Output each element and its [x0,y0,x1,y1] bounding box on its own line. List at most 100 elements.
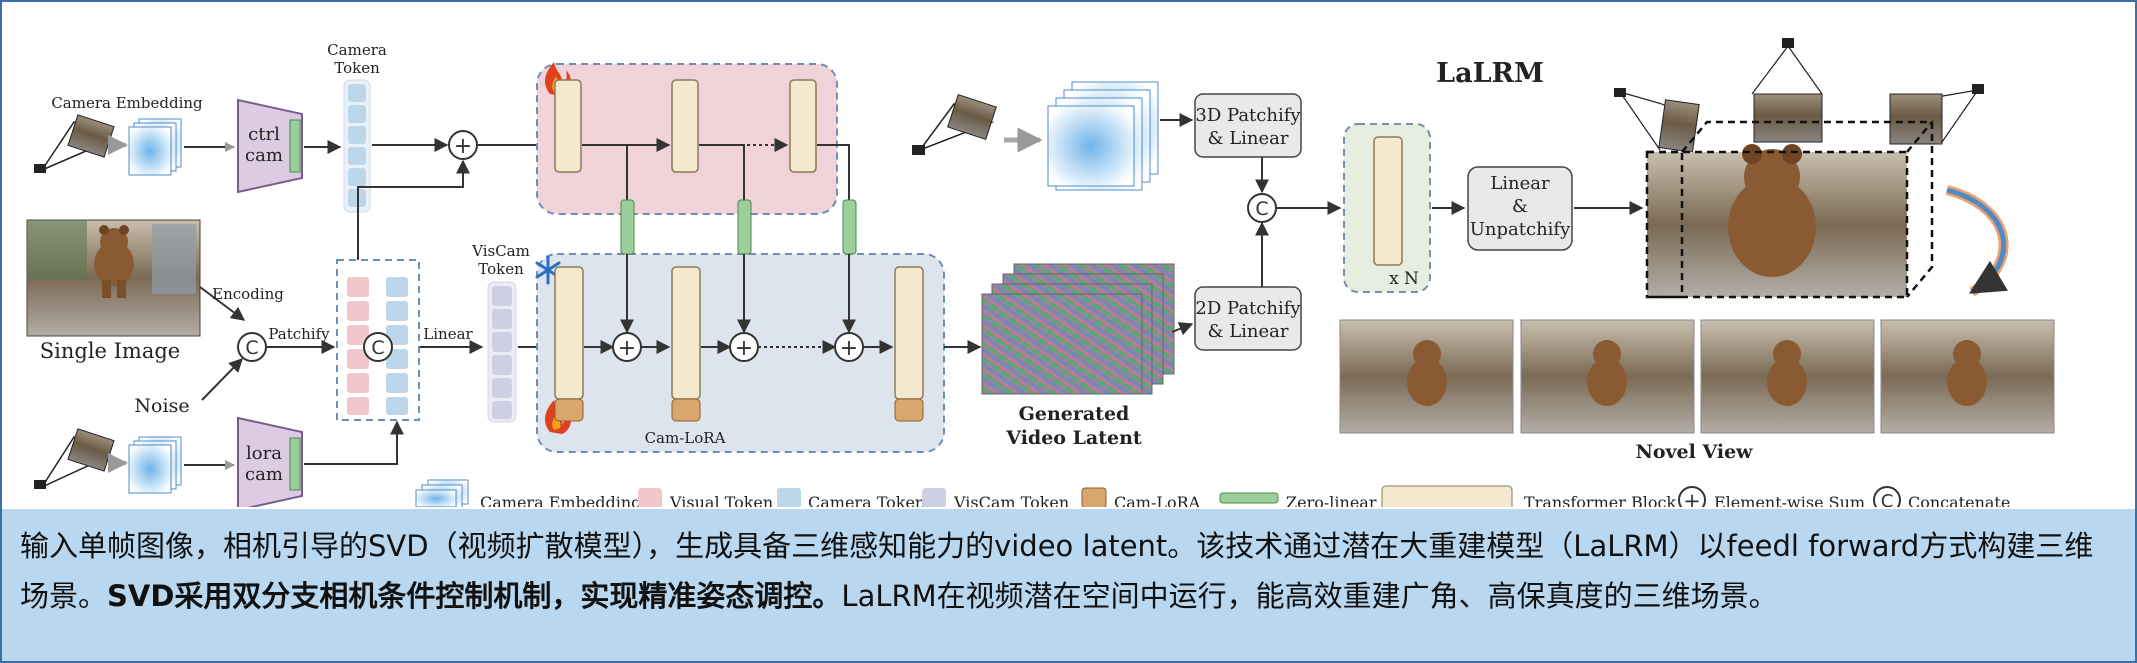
legend-label-1: Visual Token [669,493,773,507]
legend-label-4: Cam-LoRA [1114,493,1201,507]
ctrl-cam-module [237,98,303,194]
svg-text:+: + [840,336,858,361]
camera-view-3 [1889,84,1984,145]
caption-part-2: LaLRM在视频潜在空间中运行，能高效重建广角、高保真度的三维场景。 [841,579,1778,613]
transformer-block-top-1 [554,79,582,173]
lora-cam-label: cam [245,464,283,485]
transformer-block-bottom-1 [554,266,584,422]
svg-text:+: + [1683,489,1701,507]
patchify-2d-box [1194,286,1302,351]
svg-text:+: + [735,336,753,361]
legend-swatch-viscam-token [922,488,946,507]
reconstructed-3d-scene [1645,120,1934,299]
camera-embedding-label: Camera Embedding [51,94,203,112]
camera-view-1 [1614,88,1700,153]
camera-rig-icon-lalrm [912,94,997,155]
novel-view-3 [1700,319,1875,434]
legend-label-0: Camera Embedding [480,493,641,507]
lora-cam-module [237,416,303,507]
transformer-block-top-2 [671,79,699,173]
legend-swatch-cam-lora [1081,487,1107,507]
novel-view-2 [1520,319,1695,434]
svg-text:+: + [454,134,472,159]
legend-swatch-visual-token [638,488,662,507]
legend-label-7: Element-wise Sum [1714,493,1865,507]
encoding-label: Encoding [212,285,284,303]
lalrm-title: LaLRM [1436,58,1544,89]
svg-text:C: C [1255,198,1268,220]
transformer-block-bottom-2 [671,266,701,422]
legend: Camera Embedding Visual Token Camera Tok… [415,479,2010,507]
svg-text:C: C [371,337,384,359]
camera-token-column-2 [386,277,408,415]
camera-token-column [343,79,371,213]
camera-token-label-1: Camera [327,41,387,59]
c-circle-icon: C [1873,486,1901,507]
single-image-label: Single Image [40,339,181,363]
patchify2d-label-1: 2D Patchify [1195,298,1301,319]
camera-view-2 [1751,38,1823,143]
plus-circle-icon: + [1678,486,1706,507]
element-wise-sum-top: + [448,130,478,160]
legend-swatch-transformer-block [1381,485,1513,507]
legend-label-5: Zero-linear [1286,493,1377,507]
cam-label: cam [245,145,283,166]
legend-label-6: Transformer Block [1524,493,1676,507]
times-n-label: x N [1389,269,1419,289]
svg-text:+: + [618,336,636,361]
viscam-token-label-2: Token [478,260,524,278]
unpatchify-label-2: & [1512,196,1528,217]
camera-token-label-2: Token [334,59,380,77]
camera-embedding-stack-bottom [128,436,182,494]
generated-label-1: Generated [1019,403,1130,425]
concatenate-left: C [237,332,267,362]
camera-rig-icon [34,114,115,173]
element-wise-sum-2: + [729,332,759,362]
rotation-arrow [1945,185,2009,297]
legend-swatch-zero-linear [1219,492,1279,504]
transformer-block-bottom-3 [894,266,924,422]
concatenate-lalrm: C [1247,193,1277,223]
legend-camera-embedding-icon [415,479,469,507]
patchify3d-label-1: 3D Patchify [1195,105,1301,126]
novel-view-4 [1880,319,2055,434]
camera-rig-icon-bottom [34,428,115,489]
legend-label-3: VisCam Token [953,493,1069,507]
legend-label-8: Concatenate [1908,493,2010,507]
viscam-token-column [487,281,517,423]
architecture-diagram: Camera Embedding ctrl cam Camera Token + [26,38,2055,507]
viscam-token-label-1: VisCam [471,242,530,260]
patchify3d-label-2: & Linear [1207,128,1288,149]
visual-token-column [347,277,369,415]
caption-part-1: 输入单帧图像，相机引导的SVD（视频扩散模型），生成具备三维感知能力的video… [20,529,2094,613]
unpatchify-label-1: Linear [1490,173,1550,194]
patchify-label: Patchify [268,325,330,343]
transformer-block-lalrm [1373,136,1403,266]
cam-lora-label: Cam-LoRA [645,429,726,447]
concatenate-mid: C [363,332,393,362]
lora-label: lora [246,443,282,464]
novel-view-1 [1339,319,1514,434]
generated-video-latent [981,263,1175,395]
zero-linear-2 [737,199,752,255]
caption-box: 输入单帧图像，相机引导的SVD（视频扩散模型），生成具备三维感知能力的video… [2,509,2135,661]
svg-text:C: C [1881,491,1894,507]
zero-linear-3 [842,199,857,255]
unpatchify-label-3: Unpatchify [1470,219,1571,240]
ctrl-label: ctrl [248,124,280,145]
legend-swatch-camera-token [777,488,801,507]
patchify2d-label-2: & Linear [1207,321,1288,342]
single-image [26,219,201,337]
generated-label-2: Video Latent [1005,427,1142,449]
svg-text:C: C [245,337,258,359]
zero-linear-1 [620,199,635,255]
token-concat-box [336,259,420,421]
transformer-block-top-3 [789,79,817,173]
legend-label-2: Camera Token [808,493,925,507]
noise-label: Noise [134,395,189,417]
patchify-3d-box [1194,93,1302,158]
element-wise-sum-3: + [834,332,864,362]
linear-label: Linear [423,325,473,343]
linear-unpatchify-box [1467,166,1573,251]
